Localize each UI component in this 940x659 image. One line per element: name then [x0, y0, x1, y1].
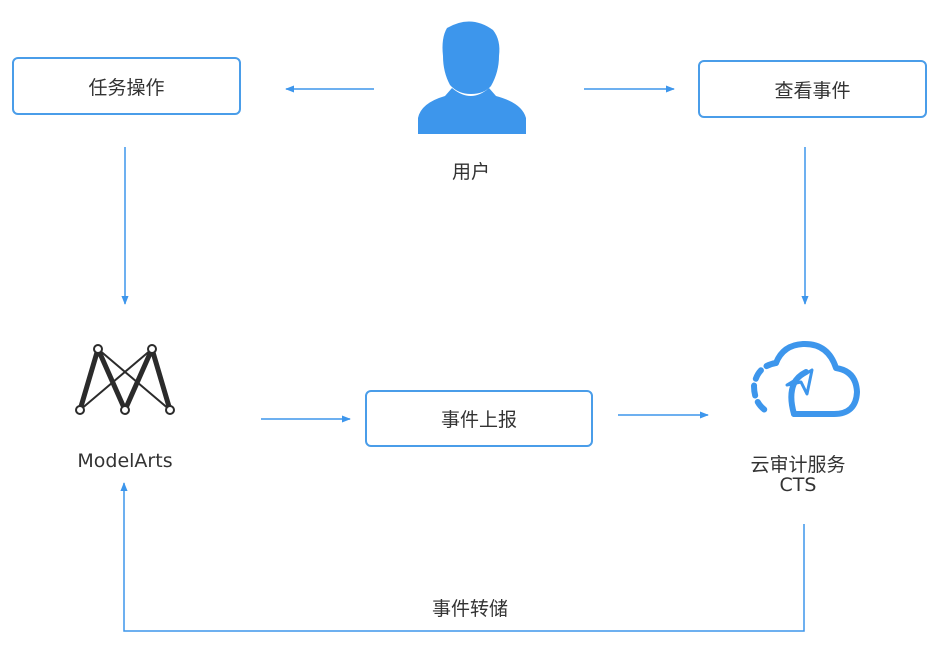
- cts-abbr-label: CTS: [779, 474, 817, 496]
- modelarts-label: ModelArts: [77, 450, 173, 472]
- cloud-audit-icon: [751, 340, 860, 417]
- event-report-box: 事件上报: [365, 390, 593, 447]
- view-events-label: 查看事件: [774, 79, 851, 102]
- view-events-box: 查看事件: [698, 60, 927, 118]
- task-ops-box: 任务操作: [12, 57, 241, 115]
- modelarts-logo: [75, 344, 175, 415]
- task-ops-label: 任务操作: [88, 76, 165, 99]
- arrow-cts-dump-to-modelarts: [120, 482, 805, 632]
- user-label: 用户: [451, 161, 490, 183]
- event-report-label: 事件上报: [440, 409, 517, 431]
- cts-name-label: 云审计服务: [750, 454, 846, 476]
- event-dump-label: 事件转储: [431, 598, 508, 620]
- user-icon: [418, 21, 526, 134]
